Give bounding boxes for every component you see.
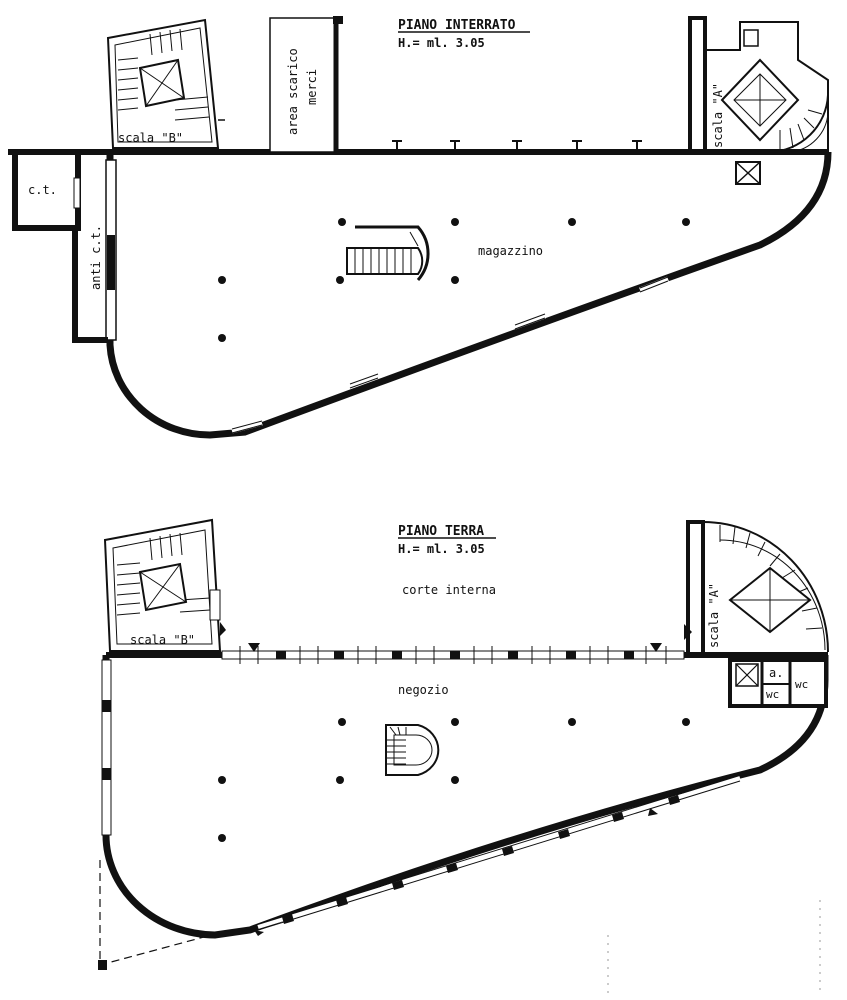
basement-columns [218,218,690,342]
label-negozio: negozio [398,683,449,697]
basement-title: PIANO INTERRATO [398,18,516,33]
label-magazzino: magazzino [478,244,543,258]
basement-height: H.= ml. 3.05 [398,36,485,50]
label-corte-interna: corte interna [402,583,496,597]
basement-anti-ct-room [72,228,108,343]
ground-interior-stair [385,724,440,776]
ground-label-stair-b: scala "B" [130,633,195,647]
ground-title: PIANO TERRA [398,524,484,539]
label-wc-1: wc [766,688,779,701]
ground-height: H.= ml. 3.05 [398,542,485,556]
basement-loading-area [269,17,337,153]
ground-diagonal-glazing [257,776,741,929]
label-wc-ante: a. [769,666,783,680]
basement-top-wall-ticks [392,140,642,152]
label-merci: merci [305,69,319,105]
basement-plan: PIANO INTERRATO H.= ml. 3.05 [8,16,832,439]
label-ct: c.t. [28,183,57,197]
basement-windows [231,276,669,434]
basement-hall-outline [106,151,832,439]
label-wc-2: wc [795,678,808,691]
label-anti-ct: anti c.t. [89,225,103,290]
ground-label-stair-a: scala "A" [707,583,721,648]
ground-property-line [99,860,231,966]
ground-glazed-left-wall [101,659,112,836]
basement-label-stair-a: scala "A" [711,83,725,148]
basement-label-stair-b: scala "B" [118,131,183,145]
ground-plan: PIANO TERRA H.= ml. 3.05 corte interna [98,518,829,995]
ground-hall-outline [102,655,829,939]
basement-interior-stair [346,225,430,281]
ground-columns [218,718,690,842]
basement-stair-a [688,16,829,185]
ground-stair-a [684,520,829,657]
basement-stair-b [106,18,225,149]
ground-stair-b [103,518,226,652]
ground-wc-block [728,658,828,708]
label-area-scarico: area scarico [286,48,300,135]
